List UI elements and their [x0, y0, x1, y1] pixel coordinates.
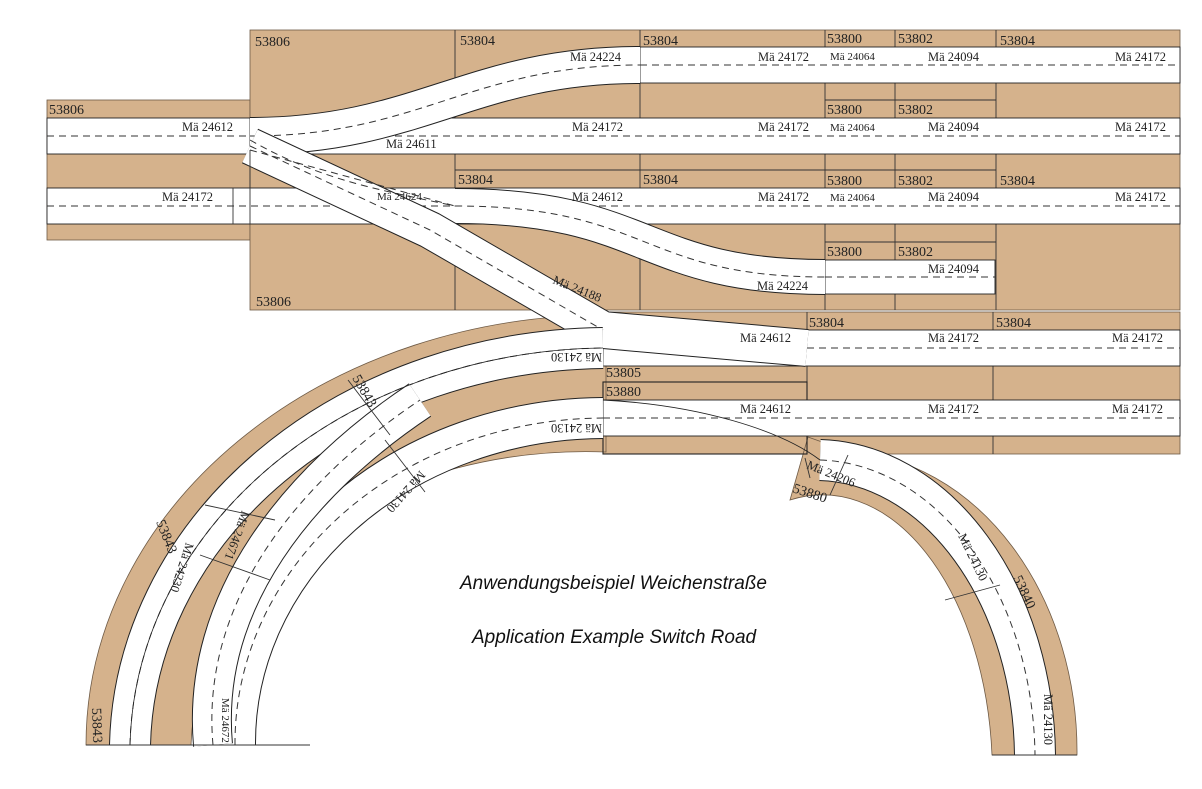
plate-label: 53804 — [460, 34, 495, 49]
plate-label: 53806 — [255, 35, 290, 50]
track-label: Mä 24172 — [1112, 331, 1163, 345]
plate-label: 53804 — [996, 316, 1031, 331]
plate-label: 53802 — [898, 32, 933, 47]
plate-label: 53843 — [88, 708, 104, 744]
plate-label: 53800 — [827, 245, 862, 260]
track-label: Mä 24094 — [928, 50, 980, 64]
plate-label: 53880 — [606, 385, 641, 400]
track-label: Mä 24612 — [182, 120, 233, 134]
track-label: Mä 24172 — [572, 120, 623, 134]
plate-label: 53802 — [898, 245, 933, 260]
track-label: Mä 24224 — [757, 279, 809, 293]
track-label: Mä 24172 — [758, 120, 809, 134]
arc-tracks — [86, 327, 1077, 756]
track-label: Mä 24094 — [928, 262, 980, 276]
track-label: Mä 24130 — [551, 350, 602, 364]
track-label: Mä 24612 — [740, 402, 791, 416]
plate-label: 53802 — [898, 103, 933, 118]
plate-label: 53800 — [827, 32, 862, 47]
plate-label: 53804 — [458, 173, 493, 188]
track-label: Mä 24064 — [830, 51, 875, 63]
track-label: Mä 24224 — [570, 50, 622, 64]
plate-label: 53800 — [827, 174, 862, 189]
plate-label: 53806 — [49, 103, 84, 118]
diverging-tracks — [241, 46, 826, 367]
track-label: Mä 24094 — [928, 190, 980, 204]
track-label: Mä 24094 — [928, 120, 980, 134]
plate-label: 53804 — [643, 34, 678, 49]
track-label: Mä 24172 — [1115, 190, 1166, 204]
track-label: Mä 24172 — [928, 402, 979, 416]
track-label: Mä 24130 — [551, 421, 602, 435]
track-label: Mä 24172 — [928, 331, 979, 345]
plate-label: 53804 — [1000, 174, 1035, 189]
track-label: Mä 24064 — [830, 192, 875, 204]
plate-label: 53804 — [643, 173, 678, 188]
plate-label: 53806 — [256, 295, 291, 310]
track-label: Mä 24130 — [1041, 694, 1055, 745]
track-label: Mä 24172 — [1115, 50, 1166, 64]
track-label: Mä 24172 — [1112, 402, 1163, 416]
plate-label: 53805 — [606, 366, 641, 381]
track-label: Mä 24612 — [572, 190, 623, 204]
track-label: Mä 24672 — [219, 698, 231, 743]
plate-label: 53800 — [827, 103, 862, 118]
title-english: Application Example Switch Road — [471, 627, 758, 648]
track-label: Mä 24064 — [830, 122, 875, 134]
track-row2-straight — [46, 117, 1181, 155]
track-label: Mä 24611 — [386, 137, 437, 151]
track-label: Mä 24172 — [758, 50, 809, 64]
plate-label: 53804 — [1000, 34, 1035, 49]
title-german: Anwendungsbeispiel Weichenstraße — [459, 573, 767, 594]
track-label: Mä 24612 — [740, 331, 791, 345]
track-label: Mä 24172 — [1115, 120, 1166, 134]
track-label: Mä 24172 — [758, 190, 809, 204]
track-label: Mä 24624 — [377, 191, 422, 203]
track-label: Mä 24172 — [162, 190, 213, 204]
plate-label: 53802 — [898, 174, 933, 189]
plate-label: 53804 — [809, 316, 844, 331]
